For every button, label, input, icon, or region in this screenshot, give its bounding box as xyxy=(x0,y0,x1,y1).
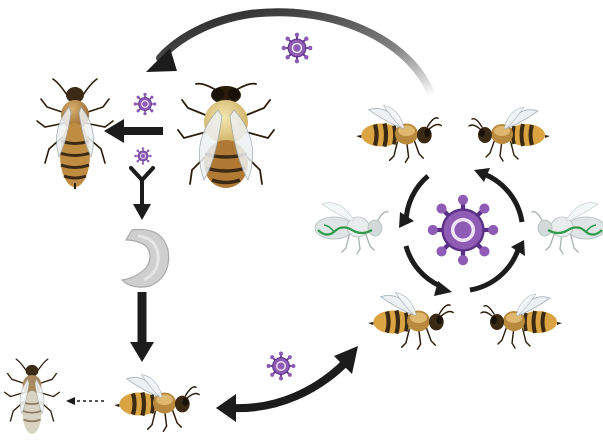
worker-bee-icon xyxy=(469,107,550,161)
worker-bee-icon xyxy=(356,106,441,163)
infected-worker-bee-icon xyxy=(532,203,603,254)
arrowhead-queen-to-pupa xyxy=(133,204,151,220)
arrowhead-pupa-to-bee xyxy=(130,342,154,362)
arrowhead-dotted xyxy=(66,397,75,405)
worker-bee-icon xyxy=(481,294,562,348)
virus-icon-central xyxy=(428,195,499,266)
virus-icon xyxy=(134,93,156,115)
arrowhead-drone-to-queen xyxy=(104,119,124,143)
pupa-icon xyxy=(122,229,169,287)
virus-icon xyxy=(134,147,151,164)
queen-bee-icon xyxy=(37,79,113,189)
infected-worker-bee-icon xyxy=(315,203,388,254)
young-queen-bee-icon xyxy=(5,359,60,434)
worker-bee-icon xyxy=(114,375,199,432)
drone-bee-icon xyxy=(178,84,274,188)
worker-bee-icon xyxy=(368,293,453,350)
virus-icon xyxy=(267,352,296,381)
arrowhead-exchange-left xyxy=(216,394,236,422)
antibody-icon xyxy=(131,168,153,180)
virus-icon xyxy=(282,33,313,64)
